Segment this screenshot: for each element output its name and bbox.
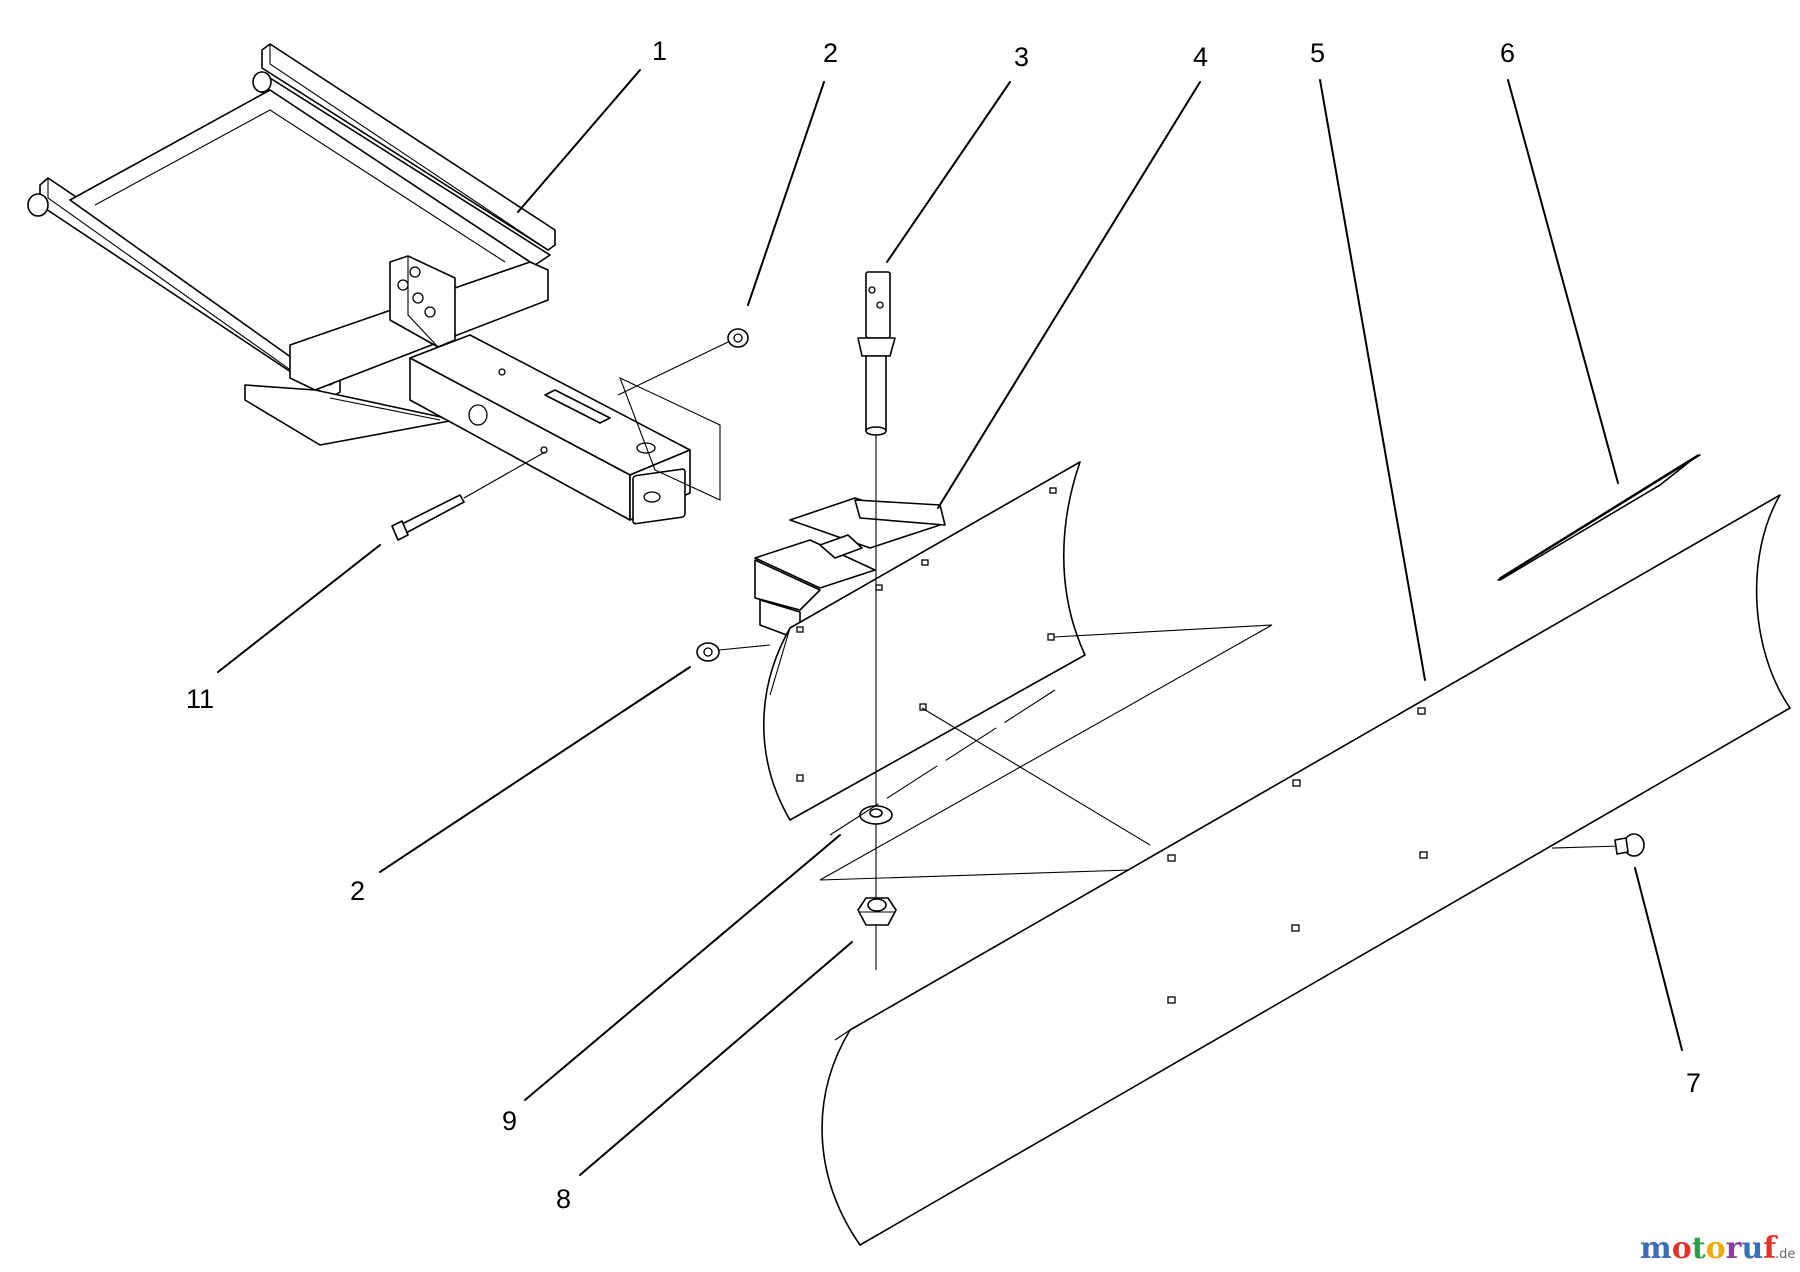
callout-4: 4 xyxy=(1193,42,1208,72)
callout-7: 7 xyxy=(1686,1068,1701,1098)
hex-nut xyxy=(857,897,897,926)
callout-11: 11 xyxy=(186,684,214,714)
carriage-bolt xyxy=(1614,833,1645,857)
watermark-letter: f xyxy=(1763,1231,1778,1266)
callout-3: 3 xyxy=(1014,42,1029,72)
callout-6: 6 xyxy=(1500,38,1515,68)
pivot-pin xyxy=(857,271,896,970)
callout-2-lower: 2 xyxy=(350,876,365,906)
assembly-lines xyxy=(819,624,1621,881)
blade-large xyxy=(821,494,1791,1246)
leader-lines xyxy=(217,69,1683,1176)
watermark-letter: o xyxy=(1706,1231,1726,1266)
nut-upper xyxy=(617,328,749,396)
blade-mount-bracket xyxy=(619,376,946,641)
watermark-brand: motoruf xyxy=(1640,1231,1778,1266)
washer xyxy=(859,805,893,825)
hitch-bolt xyxy=(391,451,546,541)
watermark-tld: .de xyxy=(1775,1247,1795,1262)
blade-small xyxy=(763,461,1086,821)
watermark-letter: t xyxy=(1692,1231,1706,1266)
watermark-letter: o xyxy=(1672,1231,1692,1266)
callout-8: 8 xyxy=(556,1184,571,1214)
callout-5: 5 xyxy=(1310,38,1325,68)
watermark-letter: m xyxy=(1640,1231,1672,1266)
watermark-letter: u xyxy=(1741,1231,1763,1266)
callout-labels: 1 2 3 4 5 6 7 8 9 2 11 xyxy=(186,36,1701,1214)
callout-2-upper: 2 xyxy=(823,38,838,68)
nut-lower xyxy=(696,642,771,662)
tongue-tube xyxy=(409,334,691,525)
callout-1: 1 xyxy=(652,36,667,66)
callout-9: 9 xyxy=(502,1106,517,1136)
cutting-edge xyxy=(1497,454,1701,581)
motoruf-watermark: motoruf .de xyxy=(1640,1231,1795,1266)
watermark-letter: r xyxy=(1726,1231,1743,1266)
